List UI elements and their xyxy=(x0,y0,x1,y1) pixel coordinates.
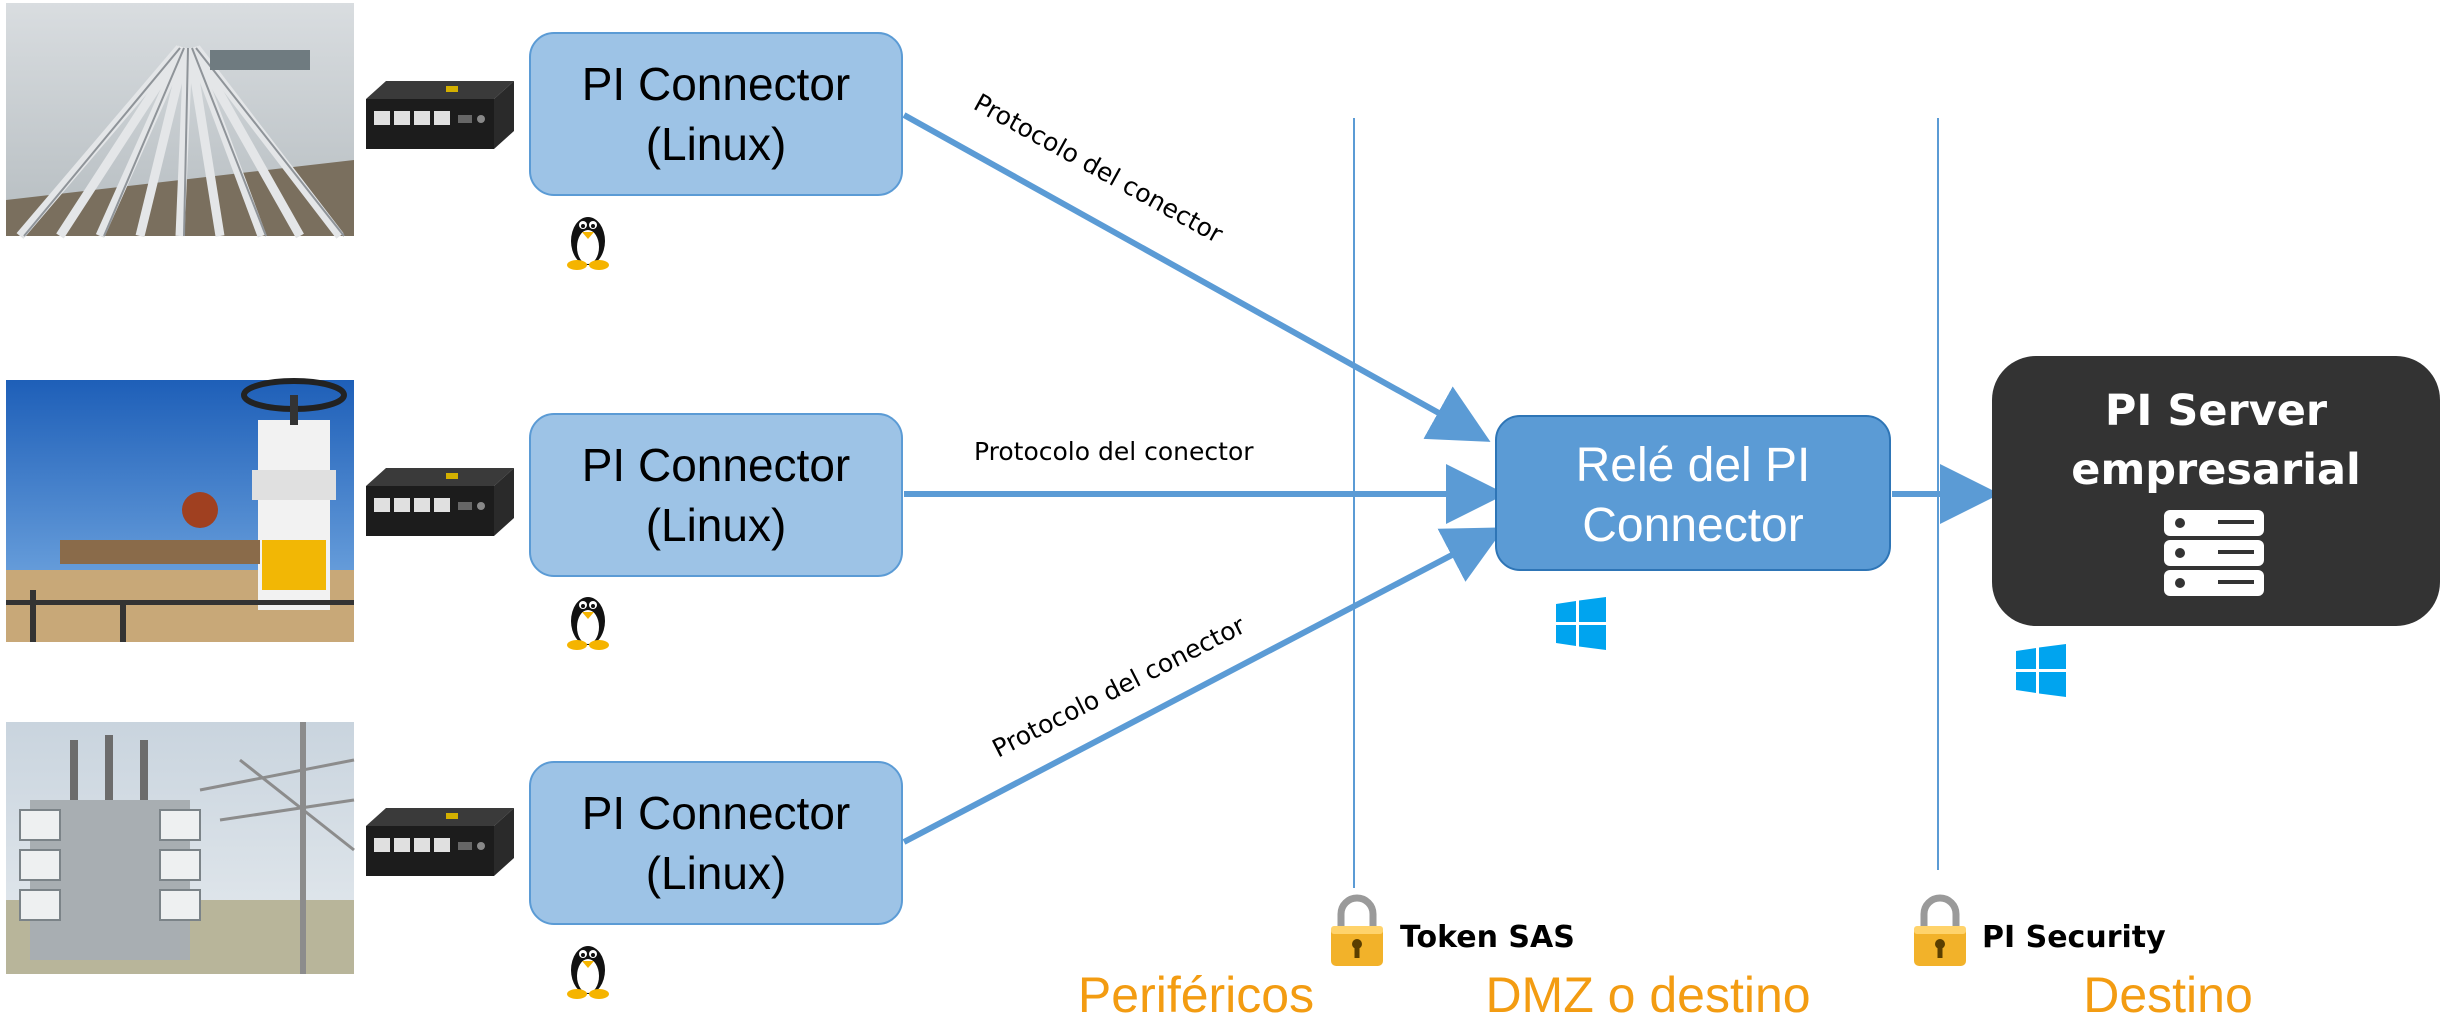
zone-label: DMZ o destino xyxy=(1485,967,1810,1022)
connector-box: PI Connector (Linux) xyxy=(529,413,903,577)
padlock-icon xyxy=(1914,898,1966,966)
svg-text:PI Connector: PI Connector xyxy=(582,58,850,110)
pipeline-photo xyxy=(6,3,354,239)
windows-icon xyxy=(1556,597,1606,650)
tux-linux-icon xyxy=(567,946,609,999)
padlock-icon xyxy=(1331,898,1383,966)
tux-linux-icon xyxy=(567,597,609,650)
router-device-icon xyxy=(366,808,514,876)
relay-box: Relé del PI Connector xyxy=(1495,415,1891,571)
svg-text:PI Connector: PI Connector xyxy=(582,787,850,839)
svg-text:(Linux): (Linux) xyxy=(646,847,787,899)
connector-edge xyxy=(902,527,1505,845)
connector-edge xyxy=(902,112,1491,442)
edge-label: Protocolo del conector xyxy=(974,437,1254,466)
zone-label: Destino xyxy=(2083,967,2253,1022)
svg-text:(Linux): (Linux) xyxy=(646,118,787,170)
connector-box: PI Connector (Linux) xyxy=(529,32,903,196)
svg-text:PI Connector: PI Connector xyxy=(582,439,850,491)
svg-text:Relé del PI: Relé del PI xyxy=(1576,439,1811,492)
router-device-icon xyxy=(366,468,514,536)
svg-text:empresarial: empresarial xyxy=(2071,445,2360,495)
connector-box: PI Connector (Linux) xyxy=(529,761,903,925)
security-label: PI Security xyxy=(1982,920,2166,955)
svg-text:PI Server: PI Server xyxy=(2105,386,2328,436)
svg-text:(Linux): (Linux) xyxy=(646,499,787,551)
security-label: Token SAS xyxy=(1400,920,1575,955)
svg-text:Connector: Connector xyxy=(1582,499,1803,552)
edge-label: Protocolo del conector xyxy=(988,610,1251,763)
substation-photo xyxy=(6,722,355,974)
tux-linux-icon xyxy=(567,217,609,270)
router-device-icon xyxy=(366,81,514,149)
server-stack-icon xyxy=(2164,510,2264,596)
valve-photo xyxy=(6,378,354,642)
zone-label: Periféricos xyxy=(1078,967,1314,1022)
windows-icon xyxy=(2016,644,2066,697)
server-box: PI Server empresarial xyxy=(1992,356,2440,626)
